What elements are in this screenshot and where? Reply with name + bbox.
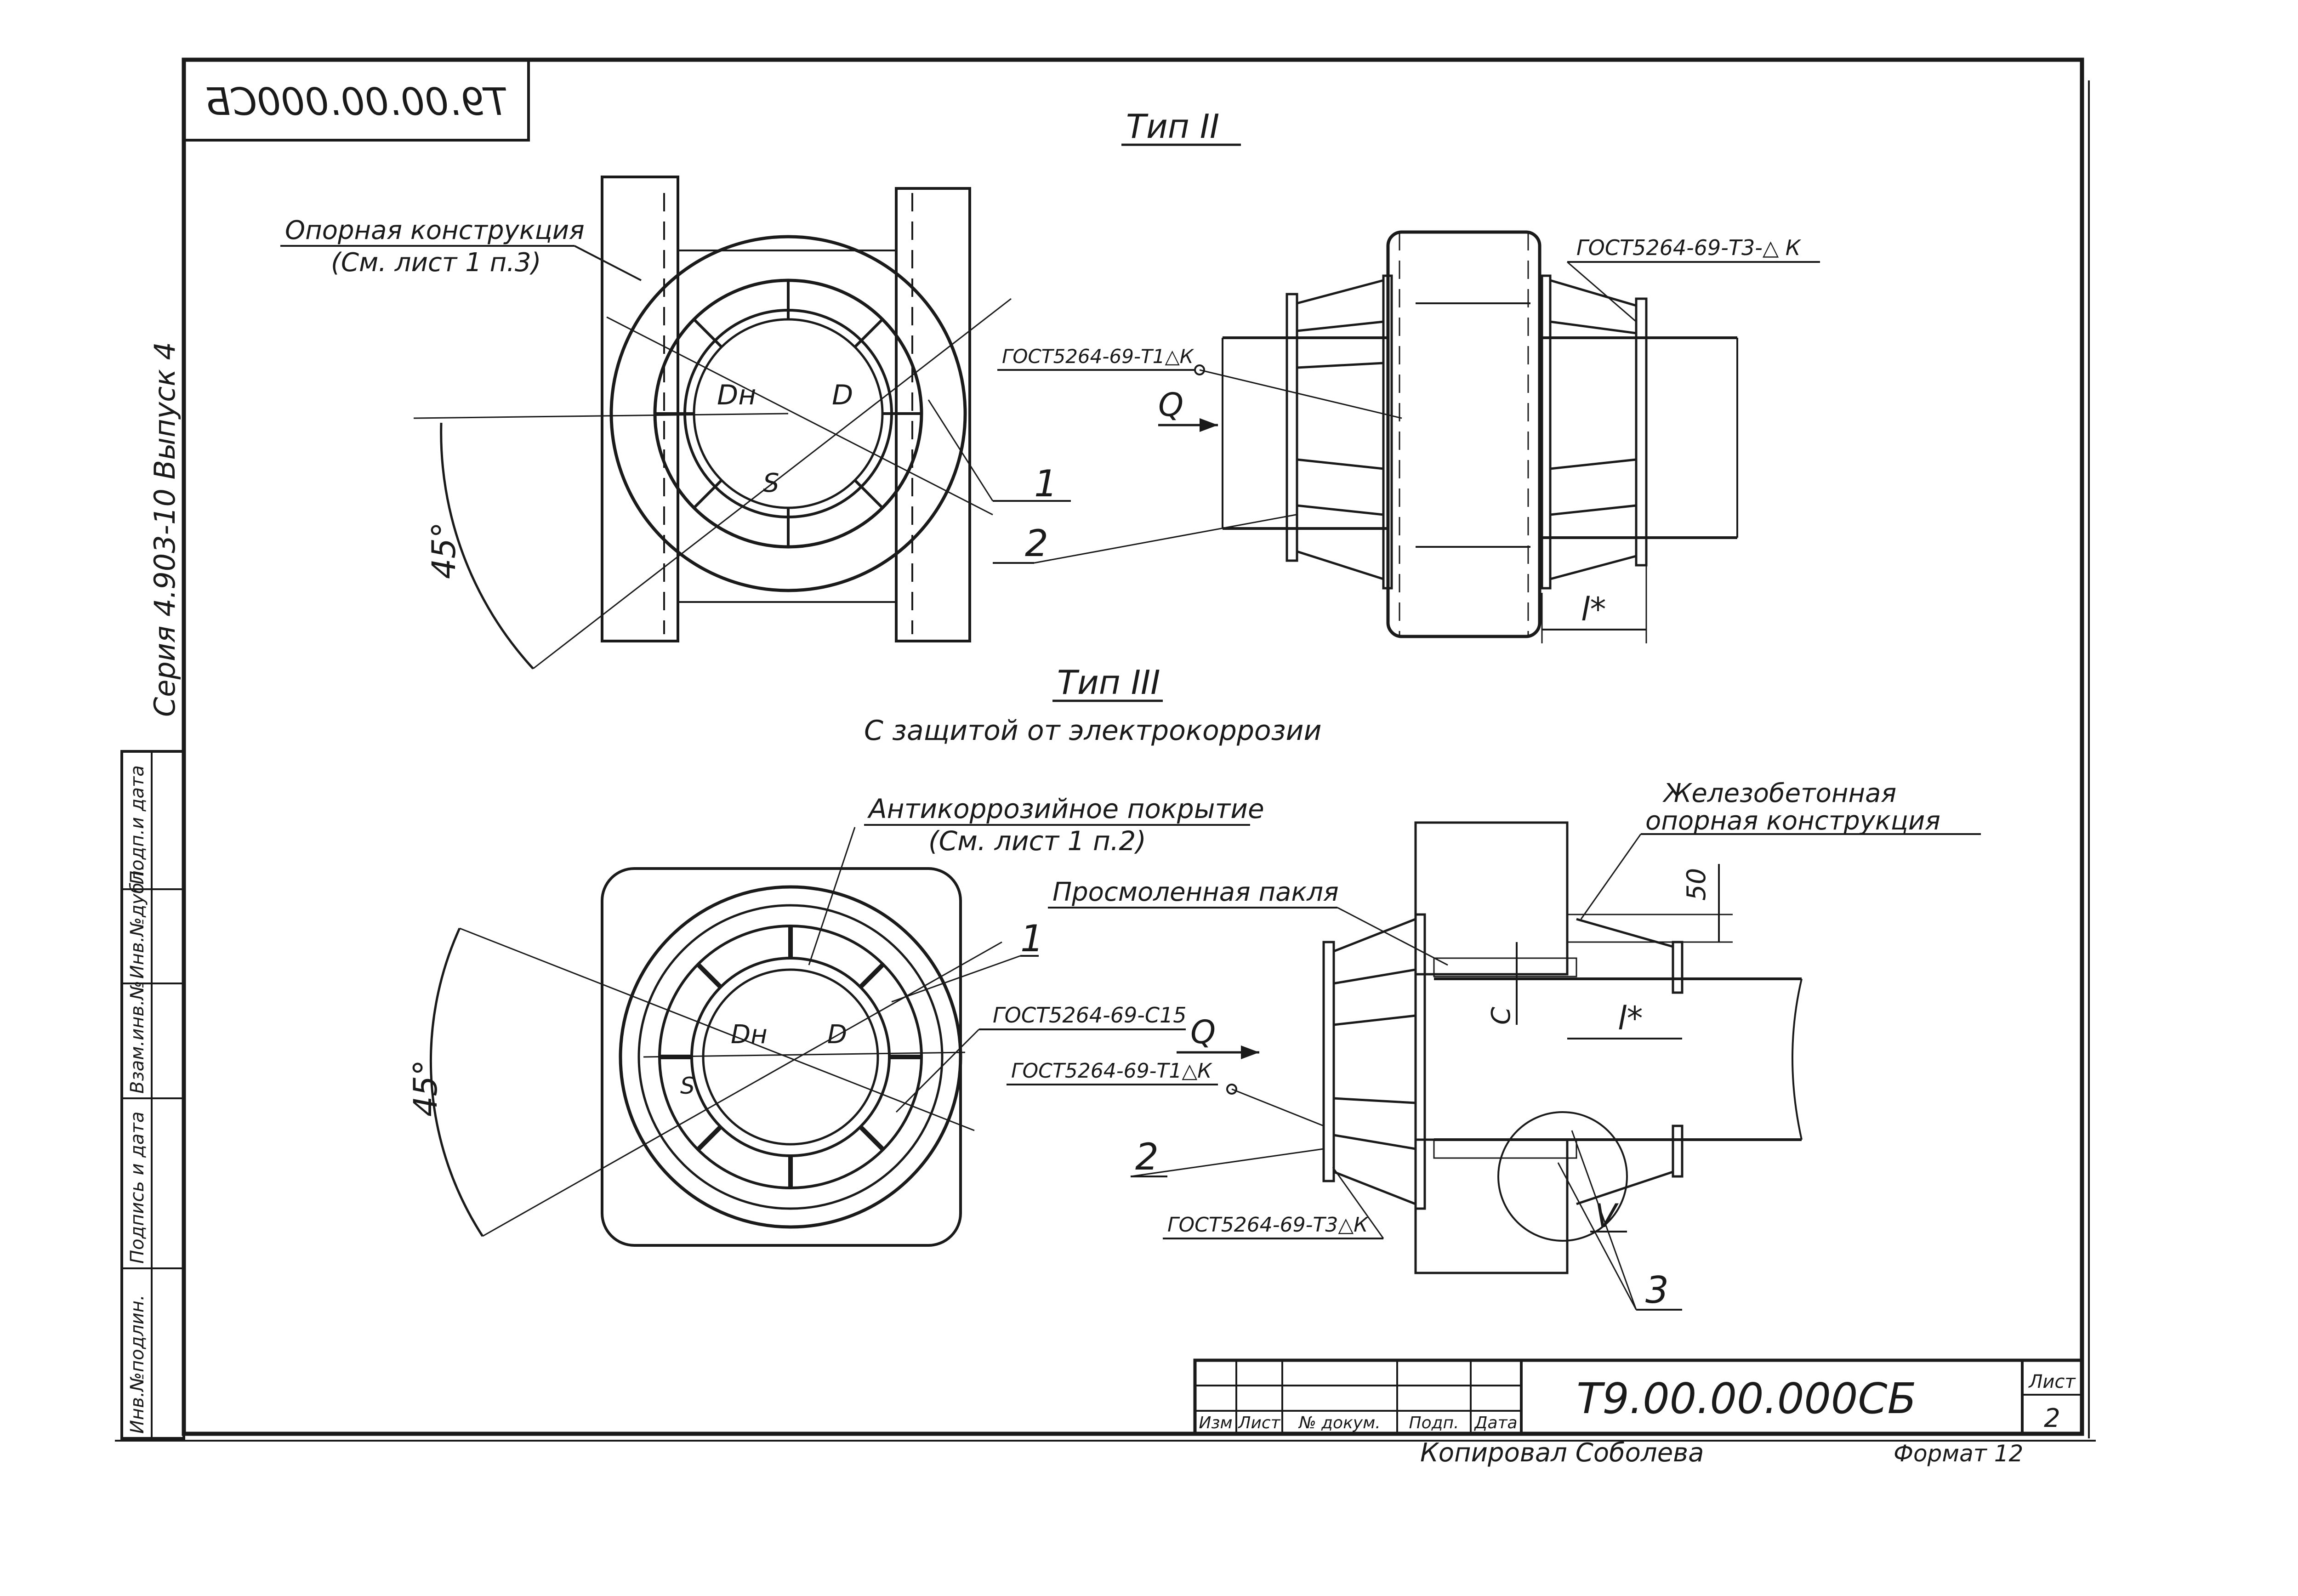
title-block: Изм Лист № докум. Подп. Дата Т9.00.00.00…: [1193, 1358, 2084, 1468]
type3-pos-2: 2: [1135, 1136, 1159, 1178]
stamp-inv-orig: Инв.№подлин.: [127, 1295, 148, 1434]
stamp-replace-inv: Взам.инв.№: [127, 981, 148, 1094]
type3-coating-label: Антикоррозийное покрытие: [867, 793, 1264, 824]
type3-load-q: Q: [1190, 1013, 1216, 1051]
sheet-frame: [115, 57, 2096, 1442]
type3-subtitle: С защитой от электрокоррозии: [864, 715, 1322, 747]
type3-front-view: 45° Dн D S 1 ГОСТ5264-69-С15: [407, 827, 1187, 1247]
type3-weld-c15: ГОСТ5264-69-С15: [993, 1003, 1187, 1028]
type3-dim-50: 50: [1682, 868, 1712, 901]
type3-section-view: Железобетонная опорная конструкция Просм…: [1007, 778, 1981, 1312]
stamp-sign-date-2: Подп.и дата: [127, 765, 148, 885]
type3-coating-ref: (См. лист 1 п.2): [928, 825, 1146, 857]
format-label: Формат 12: [1894, 1440, 2023, 1467]
tb-header-date: Дата: [1473, 1414, 1517, 1432]
type3-dim-c: C: [1486, 1007, 1516, 1025]
stamp-signature-date: Подпись и дата: [127, 1112, 148, 1264]
tb-header-izm: Изм: [1199, 1414, 1232, 1432]
sheet-label: Лист: [2028, 1371, 2076, 1392]
type3-title: Тип III: [1057, 663, 1160, 702]
type2-side-view: Q ГОСТ5264-69-Т3-△ К ГОСТ5264-69-Т1△К 2 …: [993, 230, 1820, 643]
type2-label-dn: Dн: [717, 379, 756, 411]
type2-label-s: S: [763, 468, 779, 498]
type3-angle-45: 45°: [407, 1060, 444, 1117]
type3-label-s: S: [680, 1073, 695, 1099]
type2-pos-2: 2: [1025, 522, 1048, 565]
type2-front-view: 45° Dн D S 1: [413, 176, 1071, 670]
type2-label-d: D: [832, 379, 853, 411]
mirrored-doc-code: Т9.00.00.000СБ: [205, 80, 507, 124]
type2-title: Тип II: [1126, 107, 1219, 146]
type3-tow-label: Просмоленная пакля: [1052, 877, 1339, 907]
type3-dim-l: l*: [1618, 1000, 1643, 1037]
type3-label-dn: Dн: [731, 1020, 768, 1050]
copied-by: Копировал Соболева: [1420, 1438, 1704, 1468]
type3-pos-1: 1: [1020, 917, 1044, 960]
type3-concrete-label-1: Железобетонная: [1662, 778, 1896, 808]
tb-header-list: Лист: [1237, 1414, 1280, 1432]
title-block-doc-code: Т9.00.00.000СБ: [1576, 1374, 1917, 1423]
mirrored-code-box: Т9.00.00.000СБ: [182, 58, 530, 142]
tb-header-sign: Подп.: [1409, 1414, 1459, 1432]
type2-pos-1: 1: [1034, 462, 1058, 505]
side-stamp: Инв.№подлин. Подпись и дата Взам.инв.№ И…: [120, 750, 185, 1440]
type2-section: Тип II Опорная конструкция (См. лист 1 п…: [280, 107, 1820, 670]
type3-section: Тип III С защитой от электрокоррозии Ант…: [407, 663, 1981, 1312]
type2-weld-top: ГОСТ5264-69-Т3-△ К: [1576, 235, 1802, 260]
type2-weld-left: ГОСТ5264-69-Т1△К: [1002, 345, 1195, 368]
type2-support-ref: (См. лист 1 п.3): [331, 248, 541, 278]
type2-angle-45: 45°: [425, 522, 463, 579]
tb-header-doc: № докум.: [1298, 1414, 1380, 1432]
type2-support-label: Опорная конструкция: [285, 216, 585, 245]
type2-load-q: Q: [1158, 386, 1183, 424]
stamp-inv-dup: Инв.№дубл.: [127, 865, 148, 979]
type2-dim-l: l*: [1581, 591, 1606, 628]
series-label: Серия 4.903-10 Выпуск 4: [148, 342, 182, 717]
type3-concrete-label-2: опорная конструкция: [1645, 806, 1940, 836]
type3-weld-t1: ГОСТ5264-69-Т1△К: [1011, 1059, 1212, 1083]
type3-label-d: D: [827, 1020, 847, 1050]
type3-pos-3: 3: [1645, 1269, 1669, 1312]
sheet-number: 2: [2044, 1403, 2060, 1433]
type3-weld-t3: ГОСТ5264-69-Т3△К: [1167, 1213, 1369, 1237]
